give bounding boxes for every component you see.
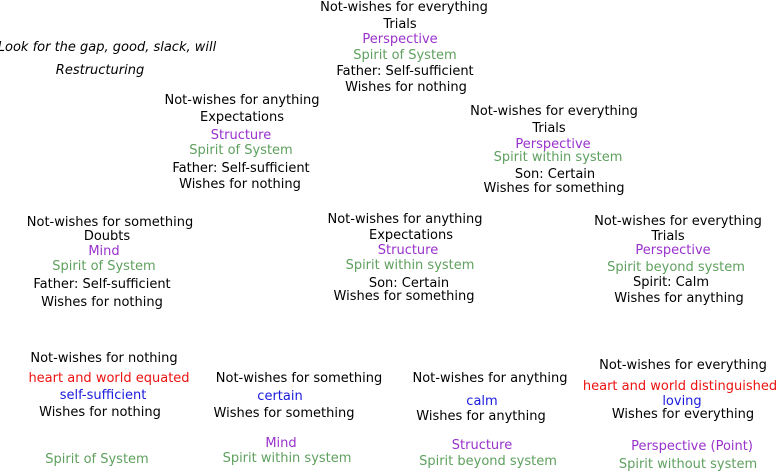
node-line: Perspective (362, 32, 438, 47)
node-line: Spirit of System (189, 143, 293, 158)
node-line: Not-wishes for anything (412, 371, 568, 386)
node-line: Wishes for anything (614, 291, 744, 306)
node-line: Not-wishes for everything (594, 214, 762, 229)
node-line: Spirit beyond system (419, 454, 557, 469)
node-line: Spirit beyond system (607, 260, 745, 275)
node-line: Not-wishes for something (215, 371, 383, 386)
node-line: heart and world distinguished (582, 379, 777, 394)
note-restructuring: Restructuring (55, 63, 145, 78)
node-line: Expectations (368, 228, 454, 243)
node-line: Spirit of System (353, 48, 457, 63)
node-line: Son: Certain (368, 276, 450, 291)
node-line: Mind (265, 436, 297, 451)
node-line: Spirit: Calm (632, 275, 710, 290)
node-line: Structure (210, 128, 272, 143)
node-line: Trials (383, 17, 417, 32)
node-line: Perspective (515, 137, 591, 152)
node-line: Wishes for something (483, 181, 625, 196)
node-line: Not-wishes for anything (164, 93, 320, 108)
node-line: Wishes for nothing (41, 295, 163, 310)
node-line: Trials (532, 121, 566, 136)
node-line: Wishes for anything (416, 409, 546, 424)
node-line: Wishes for nothing (345, 80, 467, 95)
node-line: Not-wishes for everything (470, 104, 638, 119)
node-line: Wishes for nothing (39, 405, 161, 420)
node-line: Father: Self-sufficient (33, 277, 171, 292)
node-line: Not-wishes for nothing (30, 351, 178, 366)
node-line: Perspective (Point) (631, 439, 753, 454)
node-line: Spirit of System (52, 259, 156, 274)
node-line: Son: Certain (514, 167, 596, 182)
node-line: loving (662, 394, 702, 409)
node-line: Not-wishes for something (26, 215, 194, 230)
node-line: Spirit of System (45, 452, 149, 467)
node-line: Father: Self-sufficient (172, 161, 310, 176)
node-line: self-sufficient (59, 388, 147, 403)
node-line: Doubts (83, 229, 131, 244)
node-line: Not-wishes for everything (599, 358, 767, 373)
node-line: Spirit without system (618, 457, 758, 472)
node-line: Father: Self-sufficient (336, 64, 474, 79)
node-line: Wishes for something (333, 289, 475, 304)
node-line: Not-wishes for everything (320, 0, 488, 15)
node-line: Perspective (635, 243, 711, 258)
node-line: Wishes for something (213, 406, 355, 421)
node-line: Wishes for nothing (179, 177, 301, 192)
node-line: Wishes for everything (611, 407, 755, 422)
node-line: heart and world equated (28, 371, 190, 386)
node-line: Expectations (199, 110, 285, 125)
node-line: Spirit within system (493, 150, 623, 165)
note-gap: Look for the gap, good, slack, will (0, 40, 217, 55)
node-line: Trials (651, 229, 685, 244)
node-line: Spirit within system (345, 258, 475, 273)
node-line: Not-wishes for anything (327, 212, 483, 227)
node-line: calm (466, 394, 498, 409)
node-line: Structure (377, 243, 439, 258)
node-line: Structure (451, 438, 513, 453)
node-line: Spirit within system (222, 451, 352, 466)
node-line: certain (257, 389, 303, 404)
node-line: Mind (88, 244, 120, 259)
